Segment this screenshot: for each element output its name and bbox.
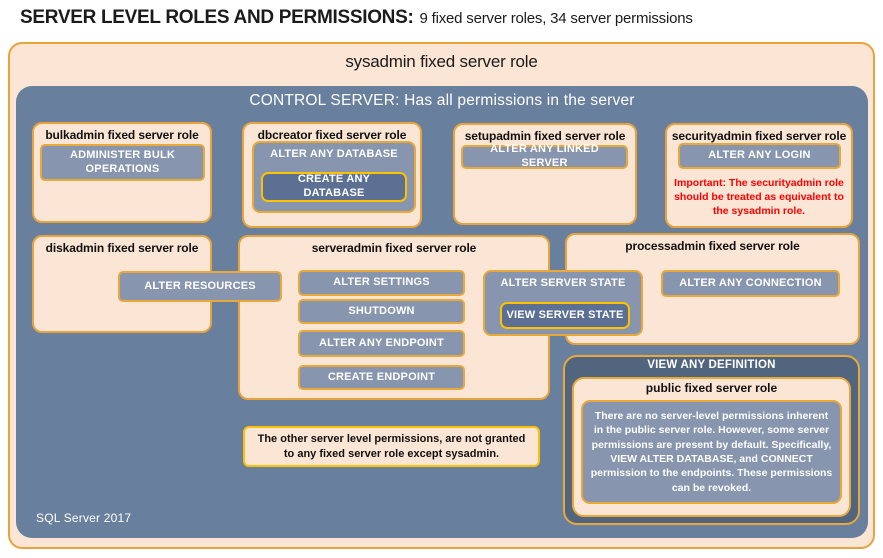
processadmin-role-title: processadmin fixed server role xyxy=(625,239,800,253)
setupadmin-role-box: setupadmin fixed server role xyxy=(453,123,637,225)
page-title-sub: 9 fixed server roles, 34 server permissi… xyxy=(419,10,693,27)
page-title: SERVER LEVEL ROLES AND PERMISSIONS: 9 fix… xyxy=(20,7,693,29)
permission-alter-any-login: ALTER ANY LOGIN xyxy=(678,143,841,169)
dbcreator-role-title: dbcreator fixed server role xyxy=(257,128,407,142)
permission-shutdown: SHUTDOWN xyxy=(298,299,465,324)
public-role-title: public fixed server role xyxy=(645,381,778,395)
permission-create-any-database: CREATE ANY DATABASE xyxy=(261,172,407,202)
diskadmin-role-title: diskadmin fixed server role xyxy=(45,241,199,255)
securityadmin-warning-text: Important: The securityadmin role should… xyxy=(674,177,844,218)
page-title-main: SERVER LEVEL ROLES AND PERMISSIONS: xyxy=(20,7,414,28)
permission-view-server-state: VIEW SERVER STATE xyxy=(500,302,630,329)
serveradmin-role-title: serveradmin fixed server role xyxy=(311,241,477,255)
permission-alter-server-state-label: ALTER SERVER STATE xyxy=(500,277,626,289)
other-permissions-note: The other server level permissions, are … xyxy=(243,426,540,467)
public-role-note: There are no server-level permissions in… xyxy=(581,400,842,504)
permission-alter-any-database-label: ALTER ANY DATABASE xyxy=(270,148,398,160)
sysadmin-role-title: sysadmin fixed server role xyxy=(345,52,538,71)
bulkadmin-role-title: bulkadmin fixed server role xyxy=(45,128,199,142)
permission-alter-resources: ALTER RESOURCES xyxy=(118,271,282,302)
permission-alter-settings: ALTER SETTINGS xyxy=(298,270,465,296)
permission-alter-any-linked-server: ALTER ANY LINKED SERVER xyxy=(461,143,628,169)
permission-administer-bulk-operations: ADMINISTER BULK OPERATIONS xyxy=(40,144,205,181)
permission-alter-any-connection: ALTER ANY CONNECTION xyxy=(661,270,840,297)
permission-alter-any-endpoint: ALTER ANY ENDPOINT xyxy=(298,330,465,357)
permission-create-endpoint: CREATE ENDPOINT xyxy=(298,365,465,390)
view-any-definition-label: VIEW ANY DEFINITION xyxy=(647,359,776,371)
securityadmin-role-title: securityadmin fixed server role xyxy=(671,129,847,143)
setupadmin-role-title: setupadmin fixed server role xyxy=(464,129,626,143)
securityadmin-role-box: securityadmin fixed server role xyxy=(665,123,853,228)
control-server-title: CONTROL SERVER: Has all permissions in t… xyxy=(249,92,635,109)
sql-server-version-label: SQL Server 2017 xyxy=(36,511,132,525)
